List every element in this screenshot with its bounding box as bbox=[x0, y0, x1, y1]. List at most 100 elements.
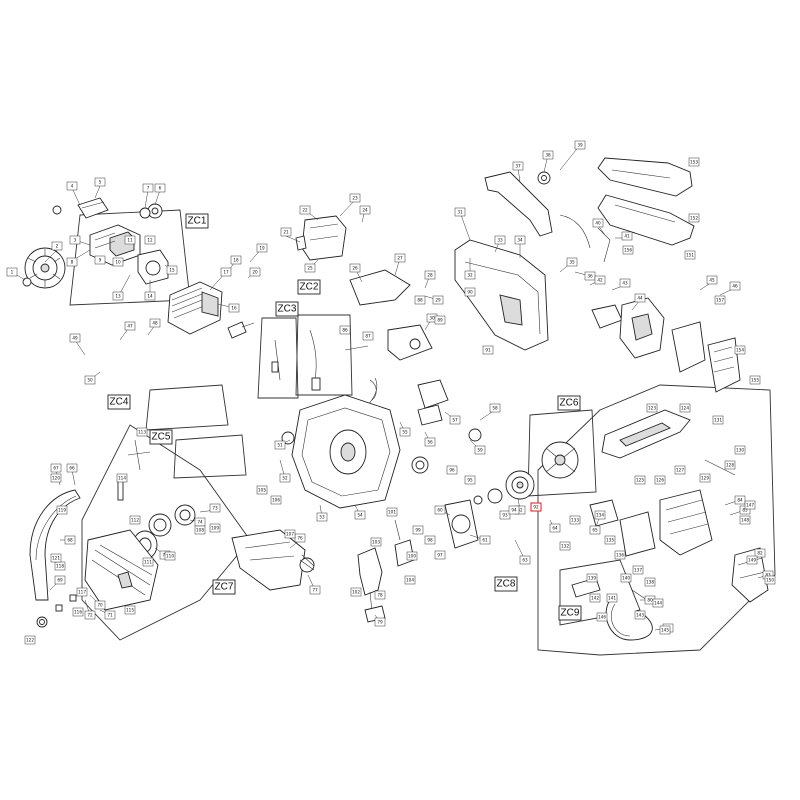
part-number-box-143 bbox=[634, 610, 646, 620]
part-number-box-107 bbox=[284, 529, 296, 539]
part-number-34: 34 bbox=[514, 235, 526, 245]
part-number-152: 152 bbox=[688, 213, 700, 223]
part-number-text-149: 149 bbox=[748, 558, 756, 563]
part-number-text-34: 34 bbox=[517, 238, 523, 243]
part-number-text-134: 134 bbox=[596, 513, 604, 518]
part-number-box-49 bbox=[69, 333, 81, 343]
group-label-box-zc9 bbox=[558, 605, 582, 621]
part-number-112: 112 bbox=[129, 515, 141, 525]
part-number-text-128: 128 bbox=[726, 463, 734, 468]
part-number-55: 55 bbox=[399, 427, 411, 437]
part-number-136: 136 bbox=[614, 550, 626, 560]
part-number-157: 157 bbox=[714, 295, 726, 305]
part-number-37: 37 bbox=[512, 161, 524, 171]
part-number-box-77 bbox=[309, 585, 321, 595]
part-number-box-87 bbox=[362, 331, 374, 341]
part-number-box-101 bbox=[386, 507, 398, 517]
part-number-78: 78 bbox=[374, 590, 386, 600]
part-number-text-21: 21 bbox=[283, 230, 289, 235]
part-number-93: 93 bbox=[499, 510, 511, 520]
part-number-text-90: 90 bbox=[467, 290, 473, 295]
part-number-box-114 bbox=[116, 473, 128, 483]
part-number-text-1: 1 bbox=[11, 270, 14, 275]
part-number-text-2: 2 bbox=[56, 244, 59, 249]
part-number-box-145 bbox=[659, 625, 671, 635]
part-number-box-132 bbox=[559, 541, 571, 551]
part-number-156: 156 bbox=[622, 245, 634, 255]
part-number-text-58: 58 bbox=[492, 406, 498, 411]
part-number-28: 28 bbox=[424, 270, 436, 280]
part-number-text-24: 24 bbox=[362, 208, 368, 213]
part-number-text-54: 54 bbox=[357, 513, 363, 518]
part-number-box-90 bbox=[464, 287, 476, 297]
part-number-box-147 bbox=[744, 500, 756, 510]
part-number-text-98: 98 bbox=[427, 538, 433, 543]
fuel-filter-part bbox=[357, 519, 415, 623]
part-number-box-112 bbox=[129, 515, 141, 525]
part-number-text-133: 133 bbox=[571, 518, 579, 523]
part-number-text-57: 57 bbox=[452, 418, 458, 423]
part-number-box-111 bbox=[142, 557, 154, 567]
part-number-14: 14 bbox=[144, 291, 156, 301]
part-number-text-44: 44 bbox=[637, 296, 643, 301]
part-number-box-71 bbox=[104, 610, 116, 620]
part-number-86: 86 bbox=[339, 325, 351, 335]
part-number-text-153: 153 bbox=[690, 160, 698, 165]
part-number-text-27: 27 bbox=[397, 256, 403, 261]
part-number-129: 129 bbox=[699, 473, 711, 483]
part-number-box-52 bbox=[279, 473, 291, 483]
part-number-text-125: 125 bbox=[636, 478, 644, 483]
part-number-148: 148 bbox=[739, 515, 751, 525]
part-number-11: 11 bbox=[124, 235, 136, 245]
part-number-box-61 bbox=[479, 535, 491, 545]
starter-housing-part bbox=[84, 529, 159, 611]
part-number-text-144: 144 bbox=[654, 601, 662, 606]
part-number-135: 135 bbox=[604, 535, 616, 545]
part-number-box-5 bbox=[94, 177, 106, 187]
part-number-box-4 bbox=[66, 181, 78, 191]
part-number-box-7 bbox=[142, 183, 154, 193]
part-number-49: 49 bbox=[69, 333, 81, 343]
part-number-box-23 bbox=[349, 193, 361, 203]
part-number-text-111: 111 bbox=[144, 560, 152, 565]
group-label-zc5: ZC5 bbox=[152, 432, 171, 443]
part-number-text-55: 55 bbox=[402, 430, 408, 435]
part-number-text-36: 36 bbox=[587, 274, 593, 279]
part-number-text-142: 142 bbox=[591, 596, 599, 601]
part-number-box-84 bbox=[734, 495, 746, 505]
part-number-box-10 bbox=[112, 257, 124, 267]
throttle-parts bbox=[271, 329, 378, 406]
oil-pump-part bbox=[559, 214, 623, 329]
part-number-box-13 bbox=[112, 291, 124, 301]
part-number-60: 60 bbox=[434, 505, 446, 515]
part-number-box-136 bbox=[614, 550, 626, 560]
part-number-text-82: 82 bbox=[757, 551, 763, 556]
part-number-box-149 bbox=[746, 555, 758, 565]
part-number-text-108: 108 bbox=[196, 528, 204, 533]
part-number-box-21 bbox=[280, 227, 292, 237]
group-outline-zc5 bbox=[173, 434, 247, 479]
part-number-text-102: 102 bbox=[352, 590, 360, 595]
part-number-text-96: 96 bbox=[449, 468, 455, 473]
part-number-149: 149 bbox=[746, 555, 758, 565]
part-number-text-69: 69 bbox=[57, 578, 63, 583]
part-number-90: 90 bbox=[464, 287, 476, 297]
part-number-text-157: 157 bbox=[716, 298, 724, 303]
part-number-text-129: 129 bbox=[701, 476, 709, 481]
part-number-box-38 bbox=[542, 150, 554, 160]
part-number-67: 67 bbox=[50, 463, 62, 473]
part-number-text-33: 33 bbox=[497, 238, 503, 243]
part-number-box-142 bbox=[589, 593, 601, 603]
part-number-box-31 bbox=[454, 207, 466, 217]
part-number-147: 147 bbox=[744, 500, 756, 510]
part-number-box-58 bbox=[489, 403, 501, 413]
part-number-box-78 bbox=[374, 590, 386, 600]
part-number-box-44 bbox=[634, 293, 646, 303]
gasket-part bbox=[444, 499, 479, 549]
part-number-1: 1 bbox=[6, 267, 18, 277]
part-number-box-66 bbox=[66, 463, 78, 473]
part-number-text-8: 8 bbox=[71, 260, 74, 265]
part-number-box-100 bbox=[406, 551, 418, 561]
part-number-box-134 bbox=[594, 510, 606, 520]
